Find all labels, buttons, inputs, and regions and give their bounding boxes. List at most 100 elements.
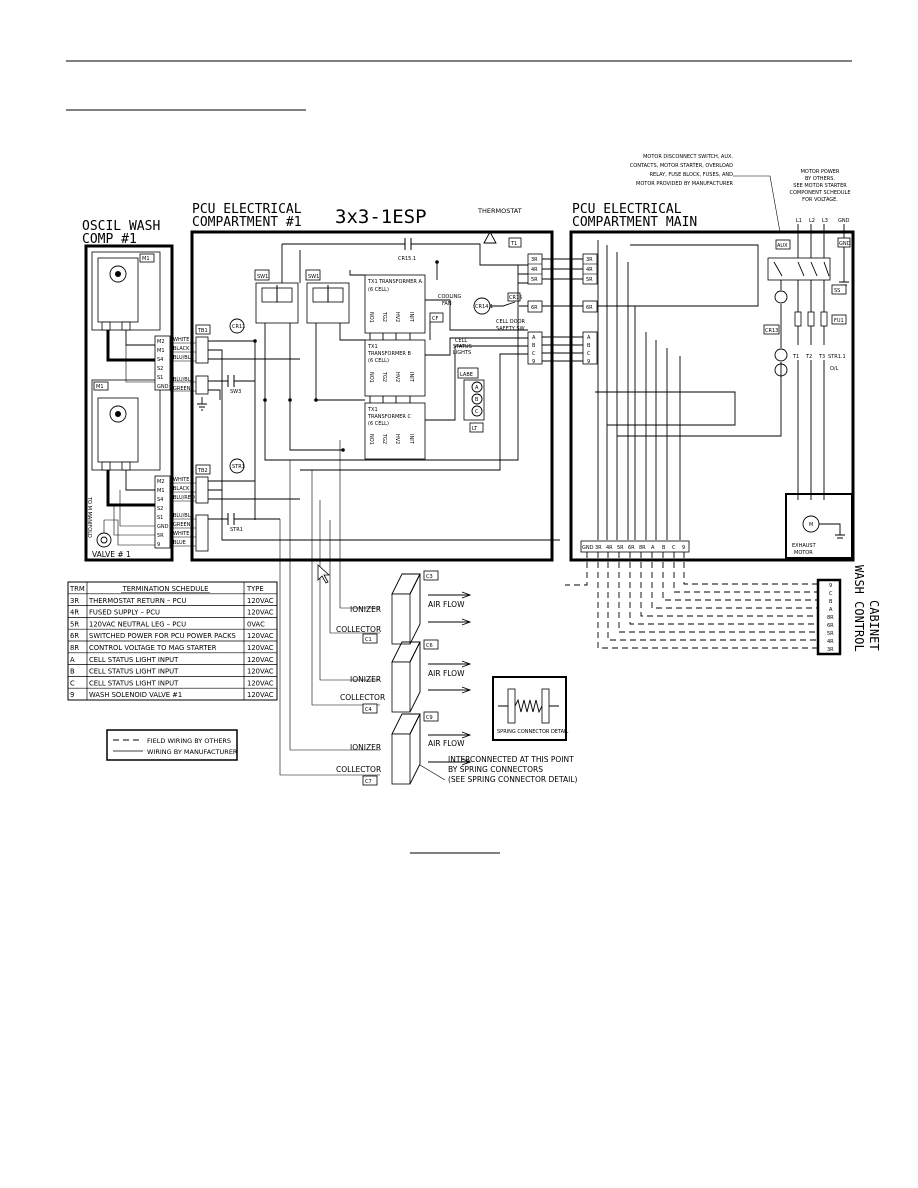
main-terminal-b: B	[587, 343, 591, 349]
load-t1: T1	[792, 354, 799, 360]
fu1-tag: FU1	[834, 318, 844, 324]
motor-note-3: RELAY, FUSE BLOCK, FUSES, AND	[650, 172, 734, 178]
oscil-wash-compartment: OSCIL WASH COMP #1 M1 M1 M2 M1 S4 S2	[82, 219, 196, 562]
cell-tag-c4: C4	[365, 707, 372, 713]
sw1-tag-b: SW1	[308, 274, 319, 280]
schedule-cell-description: SWITCHED POWER FOR PCU POWER PACKS	[89, 632, 236, 640]
labe-tag: LABE	[460, 372, 473, 378]
schedule-cell-trm: 6R	[70, 632, 79, 640]
motor-note-1: MOTOR DISCONNECT SWITCH, AUX.	[643, 154, 733, 160]
cell-tag-c3: C3	[426, 574, 433, 580]
schedule-cell-trm: C	[70, 679, 75, 687]
phase-l3: L3	[822, 218, 828, 224]
oscil-wash-title-1: OSCIL WASH	[82, 219, 160, 234]
main-terminal-c: C	[587, 351, 591, 357]
phase-l2: L2	[809, 218, 815, 224]
left-terminal-m1-2: M1	[157, 488, 165, 494]
bottom-terminal-c: C	[672, 545, 676, 551]
main-terminal-6r: 6R	[586, 305, 593, 311]
cr15-tag: STR1	[232, 464, 245, 470]
m1-tag-2: M1	[96, 384, 104, 390]
light-c-label: C	[475, 409, 479, 415]
cell-door-label-1: CELL DOOR	[496, 319, 526, 325]
bottom-terminal-5r: 5R	[617, 545, 624, 551]
schedule-cell-description: FUSED SUPPLY – PCU	[89, 609, 160, 617]
schedule-cell-trm: 9	[70, 691, 74, 699]
wiring-legend: FIELD WIRING BY OTHERS WIRING BY MANUFAC…	[106, 729, 238, 761]
ionizer-label-2: IONIZER	[350, 675, 381, 684]
wire-color-5: GREEN	[173, 386, 191, 392]
main-gnd-terminal: GND	[839, 241, 851, 247]
cr11-tag: CR11	[232, 324, 245, 330]
schedule-header-type: TYPE	[246, 585, 264, 593]
pcu1-terminal-b: B	[532, 343, 536, 349]
cell-tag-c1: C1	[365, 637, 372, 643]
tx-c-pin-1: NO1	[368, 434, 374, 445]
valve-label: VALVE # 1	[92, 550, 131, 559]
light-a-label: A	[475, 385, 479, 391]
air-flow-label-3: AIR FLOW	[428, 739, 465, 748]
wash-terminal-9: 9	[829, 583, 832, 589]
cr13-1-tag: CR15.1	[398, 256, 416, 262]
main-terminal-9: 9	[587, 359, 590, 365]
cell-status-1: CELL	[455, 338, 467, 344]
cell-tag-c7: C7	[365, 779, 372, 785]
tx-a-pin-4: INIT	[408, 312, 414, 323]
bottom-terminal-gnd: GND	[582, 545, 594, 551]
bottom-terminal-a: A	[651, 545, 655, 551]
tb1-tag: TB1	[197, 328, 208, 334]
cell-status-3: LIGHTS	[453, 350, 471, 356]
tb2-tag: TB2	[197, 468, 208, 474]
schedule-cell-type: 120VAC	[247, 597, 274, 605]
pcu-compartment-1: PCU ELECTRICAL COMPARTMENT #1 3x3-1ESP T…	[190, 202, 560, 562]
motor-power-3: SEE MOTOR STARTER	[793, 183, 847, 189]
pcu1-terminal-c: C	[532, 351, 536, 357]
schedule-cell-description: CELL STATUS LIGHT INPUT	[89, 679, 179, 687]
exhaust-motor-2: MOTOR	[794, 550, 813, 556]
collector-label-2: COLLECTOR	[340, 693, 385, 702]
cell-tag-c6: C6	[426, 643, 433, 649]
tx-c-pin-3: HV2	[394, 434, 400, 444]
schedule-cell-description: WASH SOLENOID VALVE #1	[89, 691, 182, 699]
motor-note-2: CONTACTS, MOTOR STARTER, OVERLOAD	[630, 163, 733, 169]
pcu1-terminal-6r: 6R	[531, 305, 538, 311]
wash-terminal-c: C	[829, 591, 833, 597]
tx-c-pin-2: TG2	[381, 433, 387, 444]
cr14-1-tag: SW3	[230, 389, 241, 395]
bottom-terminal-4r: 4R	[606, 545, 613, 551]
schedule-cell-trm: 8R	[70, 644, 79, 652]
cell-array: C3 C1 IONIZER COLLECTOR AIR FLOW C6 C4 I…	[279, 440, 578, 786]
bottom-terminal-8r: 8R	[639, 545, 646, 551]
aux-tag: AUX	[777, 243, 788, 249]
left-terminal-9: 9	[157, 542, 160, 548]
motor-power-5: FOR VOLTAGE.	[802, 197, 838, 203]
phase-gnd: GND	[838, 218, 850, 224]
wire-color-7: BLACK	[173, 486, 190, 492]
wash-cabinet-label-1: WASH CONTROL	[852, 565, 866, 652]
cr15-1-tag: STR1	[230, 527, 243, 533]
left-terminal-s2-2: S2	[157, 506, 163, 512]
tx-c-tag: TX1	[367, 407, 378, 413]
sw1-tag-a: SW1	[257, 274, 268, 280]
tx-c-name: TRANSFORMER C	[367, 414, 411, 420]
main-terminal-a: A	[587, 335, 591, 341]
bottom-terminal-3r: 3R	[595, 545, 602, 551]
m1-tag-1: M1	[142, 256, 150, 262]
wash-terminal-8r: 8R	[827, 615, 834, 621]
schedule-cell-type: 120VAC	[247, 656, 274, 664]
load-t3: T3	[818, 354, 825, 360]
tx-a-name: TRANSFORMER A	[378, 279, 422, 285]
mouse-cursor-icon	[317, 564, 331, 584]
model-title: 3x3-1ESP	[335, 206, 427, 228]
pcu1-title-1: PCU ELECTRICAL	[192, 202, 302, 217]
schedule-cell-trm: 5R	[70, 620, 79, 628]
pcu1-title-2: COMPARTMENT #1	[192, 215, 302, 230]
exhaust-motor-1: EXHAUST	[792, 543, 817, 549]
spring-detail-label: SPRING CONNECTOR DETAIL	[497, 729, 569, 735]
pcu-main-compartment: PCU ELECTRICAL COMPARTMENT MAIN MOTOR DI…	[542, 154, 855, 562]
tx-b-pin-3: HV2	[394, 372, 400, 382]
wash-terminal-3r: 3R	[827, 647, 834, 653]
schedule-cell-description: THERMOSTAT RETURN – PCU	[88, 597, 186, 605]
left-terminal-gnd-1: GND	[157, 384, 169, 390]
